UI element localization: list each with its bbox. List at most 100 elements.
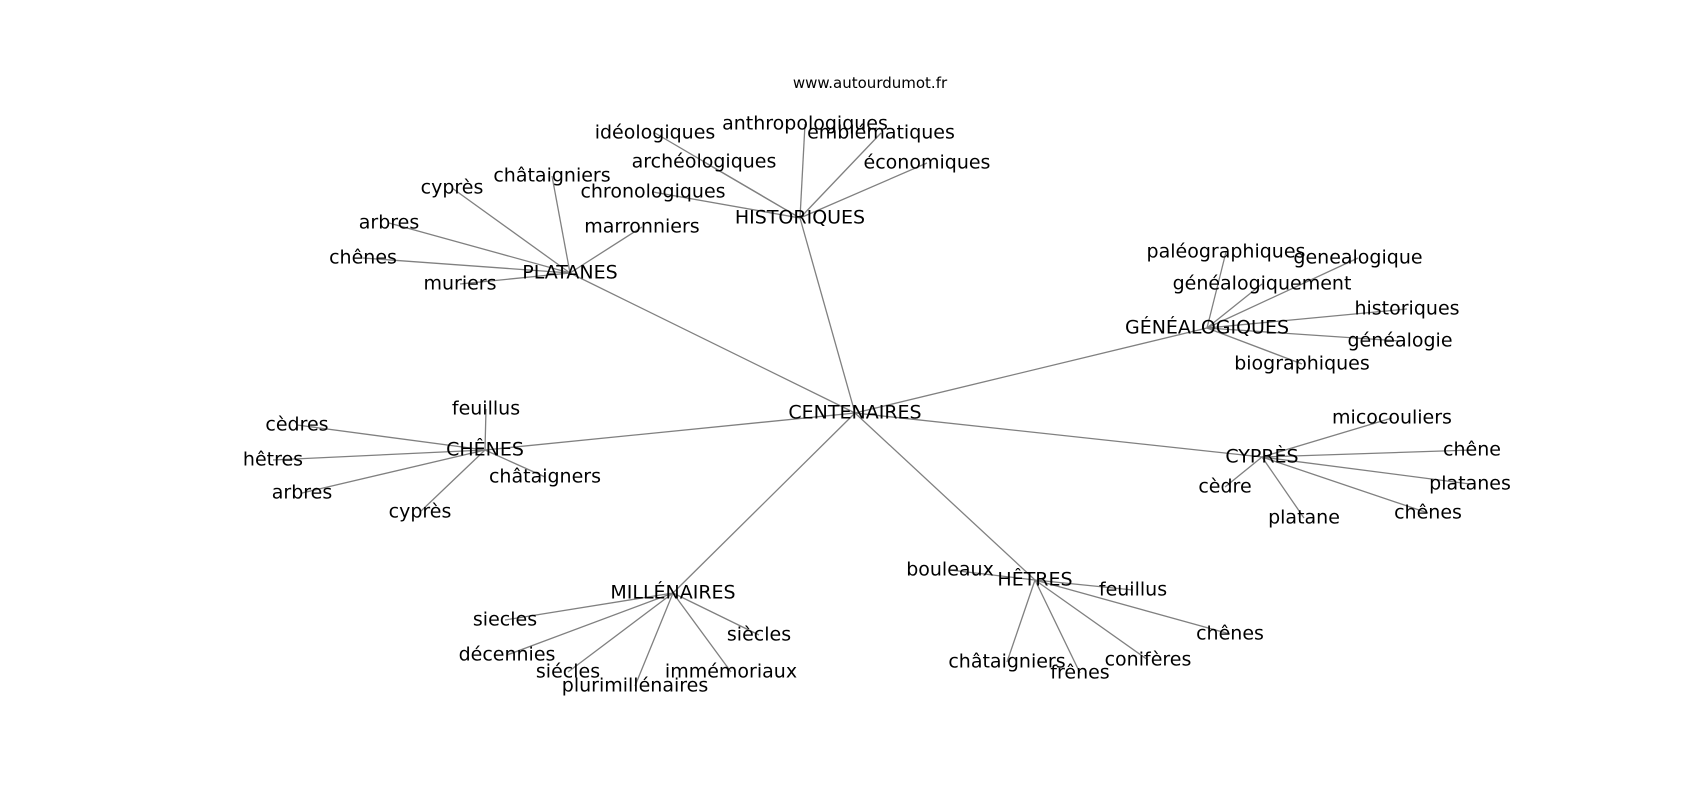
- leaf-node-label: genealogique: [1293, 247, 1422, 269]
- leaf-node-label: châtaigniers: [948, 651, 1065, 673]
- edge-hub-leaf: [484, 449, 546, 478]
- leaf-node-label: feuillus: [452, 398, 520, 420]
- edge-hub-leaf: [569, 226, 643, 274]
- leaf-node-label: plurimillénaires: [562, 675, 708, 697]
- hub-node-label: MILLÉNAIRES: [610, 581, 735, 604]
- leaf-node-label: généalogie: [1347, 330, 1452, 352]
- edge-center-hub: [854, 412, 1263, 458]
- leaf-node-label: siécles: [536, 661, 600, 683]
- leaf-node-label: siècles: [727, 624, 791, 646]
- leaf-node-label: hêtres: [243, 449, 303, 471]
- edge-hub-leaf: [1261, 456, 1305, 519]
- leaf-node-label: biographiques: [1234, 353, 1370, 375]
- leaf-node-label: frênes: [1050, 662, 1109, 684]
- leaf-node-label: généalogiquement: [1173, 273, 1352, 295]
- leaf-node-label: châtaigniers: [493, 165, 610, 187]
- edge-hub-leaf: [551, 175, 571, 274]
- edge-hub-leaf: [1206, 283, 1263, 329]
- leaf-node-label: immémoriaux: [665, 661, 797, 683]
- edge-hub-leaf: [1224, 456, 1263, 488]
- edge-hub-leaf: [1206, 308, 1408, 329]
- edge-center-hub: [569, 272, 856, 414]
- hub-node-label: GÉNÉALOGIQUES: [1125, 316, 1289, 339]
- leaf-node-label: chênes: [1196, 623, 1264, 645]
- edge-hub-leaf: [1206, 251, 1227, 329]
- edge-hub-leaf: [1034, 579, 1081, 674]
- edge-hub-leaf: [301, 449, 486, 494]
- leaf-node-label: marronniers: [584, 216, 699, 238]
- leaf-node-label: micocouliers: [1332, 407, 1452, 429]
- leaf-node-label: arbres: [359, 212, 420, 234]
- graph-edges: [272, 123, 1473, 687]
- edge-hub-leaf: [672, 592, 760, 636]
- leaf-node-label: idéologiques: [595, 122, 716, 144]
- leaf-node-label: chênes: [1394, 502, 1462, 524]
- edge-center-hub: [672, 412, 856, 594]
- edge-hub-leaf: [484, 408, 487, 451]
- edge-hub-leaf: [634, 592, 674, 687]
- edge-hub-leaf: [672, 592, 732, 673]
- edge-hub-leaf: [1206, 327, 1303, 365]
- edge-hub-leaf: [567, 592, 674, 673]
- edge-hub-leaf: [1261, 449, 1473, 458]
- edge-hub-leaf: [459, 272, 571, 285]
- hub-node-label: CHÊNES: [446, 438, 524, 461]
- leaf-node-label: chênes: [329, 247, 397, 269]
- leaf-node-label: feuillus: [1099, 579, 1167, 601]
- edge-hub-leaf: [1034, 579, 1231, 635]
- leaf-node-label: historiques: [1354, 298, 1459, 320]
- edge-hub-leaf: [949, 569, 1036, 581]
- edge-hub-leaf: [1261, 456, 1471, 485]
- leaf-node-label: économiques: [864, 152, 991, 174]
- leaf-node-label: muriers: [423, 273, 496, 295]
- edge-hub-leaf: [1034, 579, 1134, 591]
- graph-labels: CENTENAIRES HISTORIQUES idéologiques anthro…: [243, 113, 1511, 697]
- edge-hub-leaf: [296, 424, 486, 451]
- edge-hub-leaf: [703, 161, 801, 219]
- edge-hub-leaf: [504, 592, 674, 621]
- edge-center-hub: [854, 412, 1036, 581]
- leaf-node-label: platane: [1268, 507, 1340, 529]
- edge-hub-leaf: [1206, 327, 1401, 342]
- edge-center-hub: [854, 327, 1208, 414]
- edge-hub-leaf: [272, 449, 486, 461]
- edge-center-hub: [799, 217, 856, 414]
- edge-center-hub: [484, 412, 856, 451]
- leaf-node-label: anthropologiques: [722, 113, 888, 135]
- edge-hub-leaf: [1206, 257, 1359, 329]
- edge-hub-leaf: [362, 257, 571, 274]
- leaf-node-label: paléographiques: [1147, 241, 1306, 263]
- hub-node-label: HISTORIQUES: [735, 207, 865, 229]
- leaf-node-label: décennies: [459, 644, 556, 666]
- leaf-node-label: emblématiques: [807, 122, 955, 144]
- hub-node-label: HÊTRES: [997, 568, 1072, 591]
- hub-node-label: CYPRÈS: [1225, 445, 1298, 468]
- leaf-node-label: archéologiques: [632, 151, 777, 173]
- leaf-node-label: chêne: [1443, 439, 1501, 461]
- edge-hub-leaf: [799, 162, 928, 219]
- leaf-node-label: cèdre: [1198, 476, 1251, 498]
- leaf-node-label: arbres: [272, 482, 333, 504]
- edge-hub-leaf: [1034, 579, 1149, 661]
- edge-hub-leaf: [799, 123, 806, 219]
- leaf-node-label: cyprès: [389, 501, 452, 523]
- leaf-node-label: châtaigners: [489, 466, 601, 488]
- edge-hub-leaf: [1261, 417, 1393, 458]
- center-node-label: CENTENAIRES: [788, 402, 921, 424]
- edge-hub-leaf: [652, 191, 801, 219]
- leaf-node-label: bouleaux: [906, 559, 994, 581]
- edge-hub-leaf: [1006, 579, 1036, 663]
- edge-hub-leaf: [419, 449, 486, 513]
- leaf-node-label: conifères: [1105, 649, 1192, 671]
- leaf-node-label: platanes: [1429, 473, 1511, 495]
- leaf-node-label: cèdres: [265, 414, 328, 436]
- source-url: www.autourdumot.fr: [793, 74, 948, 92]
- leaf-node-label: cyprès: [421, 177, 484, 199]
- edge-hub-leaf: [799, 132, 882, 219]
- leaf-node-label: chronologiques: [580, 181, 725, 203]
- hub-node-label: PLATANES: [522, 262, 617, 284]
- leaf-node-label: siecles: [473, 609, 537, 631]
- edge-hub-leaf: [451, 187, 571, 274]
- edge-hub-leaf: [1261, 456, 1429, 514]
